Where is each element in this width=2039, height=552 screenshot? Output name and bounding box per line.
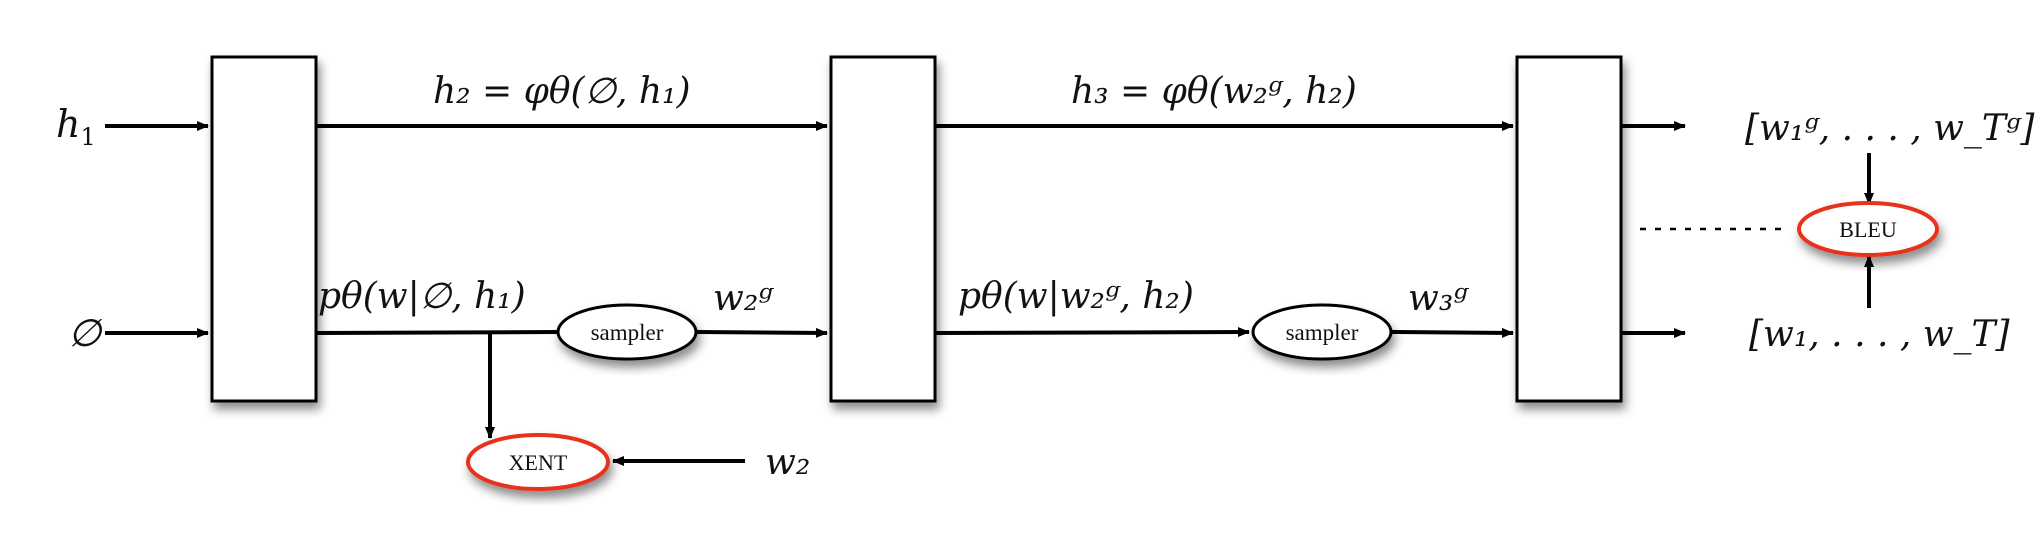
sampler-label-2: sampler — [1286, 320, 1359, 345]
arrow-sampler1-to-cell2 — [695, 327, 828, 338]
xent-label: XENT — [509, 450, 568, 475]
label-generated-sequence: [w₁ᵍ, . . . , w_Tᵍ] — [1745, 108, 2035, 149]
label-h1: h1 — [56, 102, 96, 151]
label-w3g: w₃ᵍ — [1408, 278, 1469, 319]
xent-node — [466, 433, 610, 491]
rnn-cell-1 — [210, 55, 318, 403]
rnn-cell-3 — [1515, 55, 1623, 403]
sampler-node-1 — [556, 303, 698, 361]
label-empty-input: ∅ — [68, 311, 103, 355]
arrow-sampler2-to-cell3 — [1390, 327, 1514, 338]
label-prob-1: pθ(w|∅, h₁) — [318, 276, 526, 317]
label-w2g: w₂ᵍ — [713, 278, 774, 319]
arrow-cell2-to-sampler2 — [934, 327, 1250, 338]
label-prob-2: pθ(w|w₂ᵍ, h₂) — [958, 276, 1194, 317]
rnn-cell-2 — [829, 55, 937, 403]
bleu-label: BLEU — [1839, 217, 1897, 242]
sampler-label-1: sampler — [591, 320, 664, 345]
bleu-node — [1797, 201, 1939, 257]
sampler-node-2 — [1251, 303, 1393, 361]
label-h3-equation: h₃ = φθ(w₂ᵍ, h₂) — [1071, 71, 1357, 112]
line-cell1-to-sampler1 — [315, 330, 559, 335]
label-h2-equation: h₂ = φθ(∅, h₁) — [433, 71, 691, 112]
label-w2: w₂ — [765, 442, 810, 483]
label-reference-sequence: [w₁, . . . , w_T] — [1749, 314, 2011, 355]
